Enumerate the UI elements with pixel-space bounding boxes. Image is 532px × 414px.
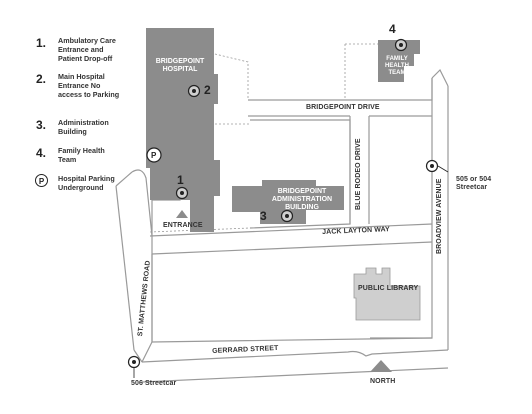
road-outline-stmatthews-cap xyxy=(115,171,133,187)
entrance-label: ENTRANCE xyxy=(163,222,203,229)
family-health-building xyxy=(378,40,420,82)
legend-text: Main Hospital Entrance No access to Park… xyxy=(58,72,120,99)
buildings xyxy=(146,28,421,321)
parking-map-symbol: P xyxy=(151,151,157,160)
hospital-label: BRIDGEPOINT HOSPITAL xyxy=(155,58,205,73)
dashed-boundary-hospital-east xyxy=(214,53,249,100)
library-label: PUBLIC LIBRARY xyxy=(358,285,419,292)
marker-number-4: 4 xyxy=(389,22,396,36)
street-label-broadview-avenue: BROADVIEW AVENUE xyxy=(436,178,443,255)
marker-number-3: 3 xyxy=(260,209,267,223)
road-outline-jacklayton-south xyxy=(151,241,433,255)
marker-1 xyxy=(175,186,189,200)
family-health-label: FAMILY HEALTH TEAM xyxy=(385,56,409,76)
legend-text: Hospital Parking Underground xyxy=(58,174,115,192)
road-outline-bridgepoint-top xyxy=(248,78,433,101)
road-outline-broadview-top xyxy=(431,68,449,87)
legend-number: 1. xyxy=(36,36,47,50)
street-label-bridgepoint-drive: BRIDGEPOINT DRIVE xyxy=(306,104,380,111)
legend-text: Administration Building xyxy=(58,118,109,136)
street-label-blue-rodeo-drive: BLUE RODEO DRIVE xyxy=(355,138,362,210)
legend-text: Family Health Team xyxy=(58,146,105,164)
road-outline-stmatthews-join xyxy=(133,349,143,363)
legend-number: 4. xyxy=(36,146,47,160)
marker-2 xyxy=(187,84,201,98)
dashed-boundaries xyxy=(149,43,378,233)
legend-number: 2. xyxy=(36,72,47,86)
legend-number: 3. xyxy=(36,118,47,132)
marker-number-2: 2 xyxy=(204,83,211,97)
admin-building xyxy=(232,180,344,224)
admin-building-label: BRIDGEPOINT ADMINISTRATION BUILDING xyxy=(271,188,333,211)
marker-number-1: 1 xyxy=(177,173,184,187)
streetcar-505-504-label: 505 or 504 Streetcar xyxy=(456,176,492,191)
streetcar-505-leader xyxy=(437,165,449,173)
marker-3 xyxy=(280,209,294,223)
entrance-triangle-icon xyxy=(176,210,188,218)
legend-text: Ambulatory Care Entrance and Patient Dro… xyxy=(58,36,116,63)
road-outline-jacklayton-north xyxy=(149,223,433,237)
hospital-building xyxy=(146,28,220,232)
north-label: NORTH xyxy=(370,378,396,385)
road-outline-gerrard-north xyxy=(141,349,449,363)
parking-icon: P xyxy=(35,174,48,187)
marker-streetcar-505 xyxy=(425,159,439,173)
marker-4 xyxy=(394,38,408,52)
north-arrow-icon xyxy=(370,360,392,372)
dashed-boundary-jack-north xyxy=(149,227,251,233)
road-outline-admin-block xyxy=(249,119,351,229)
road-outline-stmatthews-west xyxy=(115,185,135,351)
streetcar-506-label: 506 Streetcar xyxy=(131,380,177,387)
road-outline-stmatthews-east xyxy=(131,169,153,363)
marker-streetcar-506 xyxy=(127,355,141,369)
library-building xyxy=(353,267,421,321)
road-network xyxy=(115,68,449,383)
location-markers xyxy=(127,38,449,378)
parking-marker xyxy=(146,147,162,163)
road-outline-gerrard-south xyxy=(141,367,449,383)
